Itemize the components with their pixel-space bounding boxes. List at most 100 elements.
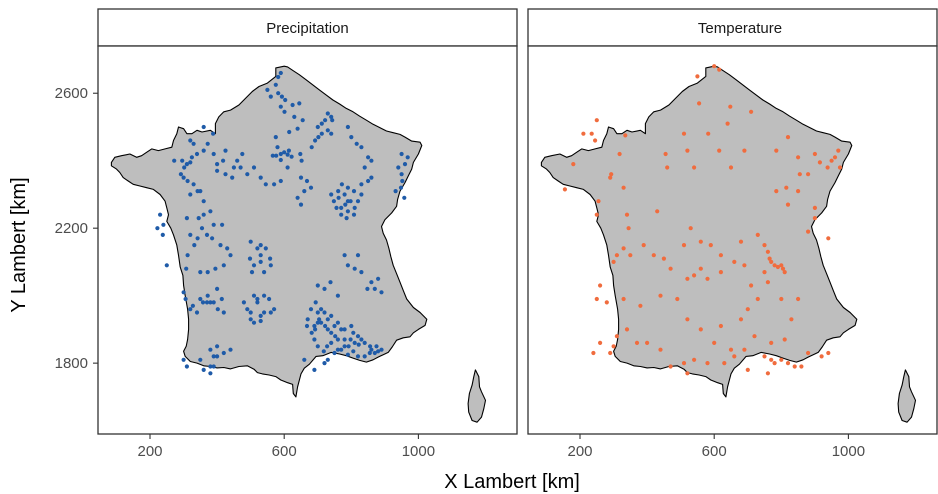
- point-precipitation-177: [241, 300, 246, 305]
- point-precipitation-146: [184, 266, 189, 271]
- x-tick-label-temperature-600: 600: [702, 443, 727, 460]
- point-precipitation-3: [265, 87, 270, 92]
- point-precipitation-237: [346, 344, 351, 349]
- point-precipitation-117: [191, 182, 196, 187]
- point-precipitation-238: [342, 344, 347, 349]
- point-precipitation-208: [305, 317, 310, 322]
- point-precipitation-73: [352, 205, 357, 210]
- point-precipitation-33: [325, 111, 330, 116]
- point-temperature-126: [772, 361, 777, 366]
- point-temperature-7: [785, 135, 791, 140]
- point-precipitation-42: [354, 141, 359, 146]
- point-precipitation-122: [158, 212, 163, 217]
- point-precipitation-131: [200, 300, 206, 305]
- point-precipitation-179: [248, 310, 253, 315]
- point-precipitation-74: [355, 199, 361, 204]
- point-temperature-57: [738, 239, 744, 244]
- point-temperature-9: [742, 148, 747, 153]
- point-precipitation-160: [211, 222, 216, 227]
- point-precipitation-211: [313, 327, 318, 332]
- point-temperature-17: [825, 165, 830, 170]
- point-precipitation-133: [208, 300, 213, 305]
- point-precipitation-45: [369, 158, 374, 163]
- point-temperature-112: [658, 347, 663, 352]
- point-precipitation-93: [240, 151, 245, 157]
- point-temperature-133: [826, 350, 831, 356]
- point-precipitation-154: [210, 236, 215, 241]
- point-precipitation-252: [328, 280, 333, 285]
- point-precipitation-225: [356, 342, 361, 347]
- point-precipitation-242: [348, 337, 353, 342]
- point-precipitation-182: [258, 318, 263, 324]
- point-precipitation-207: [304, 323, 310, 329]
- point-temperature-100: [796, 296, 801, 302]
- point-temperature-21: [774, 189, 779, 194]
- point-precipitation-158: [201, 212, 206, 217]
- point-temperature-6: [725, 121, 730, 126]
- point-precipitation-103: [211, 131, 216, 136]
- point-precipitation-112: [184, 162, 189, 167]
- point-precipitation-107: [194, 151, 200, 157]
- point-precipitation-231: [379, 347, 384, 352]
- point-precipitation-9: [282, 109, 287, 114]
- map-corsica-temperature: [897, 369, 917, 423]
- point-temperature-74: [705, 276, 710, 281]
- point-precipitation-15: [287, 129, 292, 135]
- point-precipitation-27: [299, 158, 304, 163]
- point-precipitation-217: [332, 323, 337, 329]
- point-precipitation-224: [359, 337, 364, 342]
- point-temperature-66: [780, 266, 786, 271]
- point-precipitation-240: [345, 352, 350, 357]
- point-precipitation-123: [161, 222, 166, 227]
- point-temperature-107: [722, 361, 727, 366]
- point-precipitation-246: [325, 357, 330, 362]
- point-precipitation-157: [196, 216, 201, 221]
- point-precipitation-234: [362, 354, 367, 359]
- point-precipitation-113: [182, 165, 187, 170]
- point-precipitation-23: [286, 148, 291, 153]
- point-precipitation-88: [263, 182, 268, 187]
- point-temperature-129: [792, 364, 797, 369]
- point-precipitation-213: [325, 317, 330, 322]
- point-temperature-19: [797, 172, 802, 177]
- point-temperature-111: [668, 364, 673, 369]
- point-temperature-27: [806, 229, 811, 234]
- point-precipitation-124: [160, 232, 165, 237]
- point-precipitation-38: [329, 131, 334, 136]
- point-precipitation-6: [279, 94, 284, 99]
- point-precipitation-56: [362, 165, 367, 170]
- point-temperature-76: [692, 273, 697, 278]
- point-precipitation-205: [312, 337, 317, 342]
- map-precipitation: [110, 65, 487, 423]
- point-precipitation-101: [223, 148, 228, 153]
- point-precipitation-4: [268, 94, 273, 99]
- point-temperature-4: [728, 104, 733, 109]
- point-precipitation-64: [336, 195, 341, 200]
- point-precipitation-104: [201, 124, 206, 130]
- point-temperature-54: [688, 226, 693, 231]
- point-temperature-93: [685, 317, 690, 322]
- point-temperature-103: [769, 340, 774, 345]
- point-precipitation-83: [295, 195, 300, 200]
- point-precipitation-12: [292, 114, 297, 119]
- point-precipitation-254: [342, 253, 347, 258]
- point-precipitation-264: [228, 347, 233, 352]
- point-temperature-45: [596, 199, 601, 204]
- point-precipitation-137: [219, 296, 224, 302]
- point-precipitation-194: [317, 317, 322, 322]
- point-precipitation-173: [262, 270, 267, 275]
- point-precipitation-203: [321, 349, 326, 354]
- point-precipitation-129: [188, 307, 193, 312]
- point-precipitation-80: [304, 178, 310, 184]
- point-precipitation-90: [251, 165, 257, 170]
- point-precipitation-47: [399, 172, 404, 177]
- point-temperature-72: [732, 259, 737, 264]
- point-precipitation-115: [181, 175, 186, 180]
- point-temperature-65: [779, 263, 784, 268]
- point-precipitation-181: [251, 320, 257, 325]
- point-temperature-94: [698, 327, 703, 332]
- point-precipitation-147: [198, 270, 203, 275]
- point-temperature-73: [718, 270, 724, 275]
- point-precipitation-130: [194, 310, 200, 315]
- point-temperature-59: [762, 243, 767, 248]
